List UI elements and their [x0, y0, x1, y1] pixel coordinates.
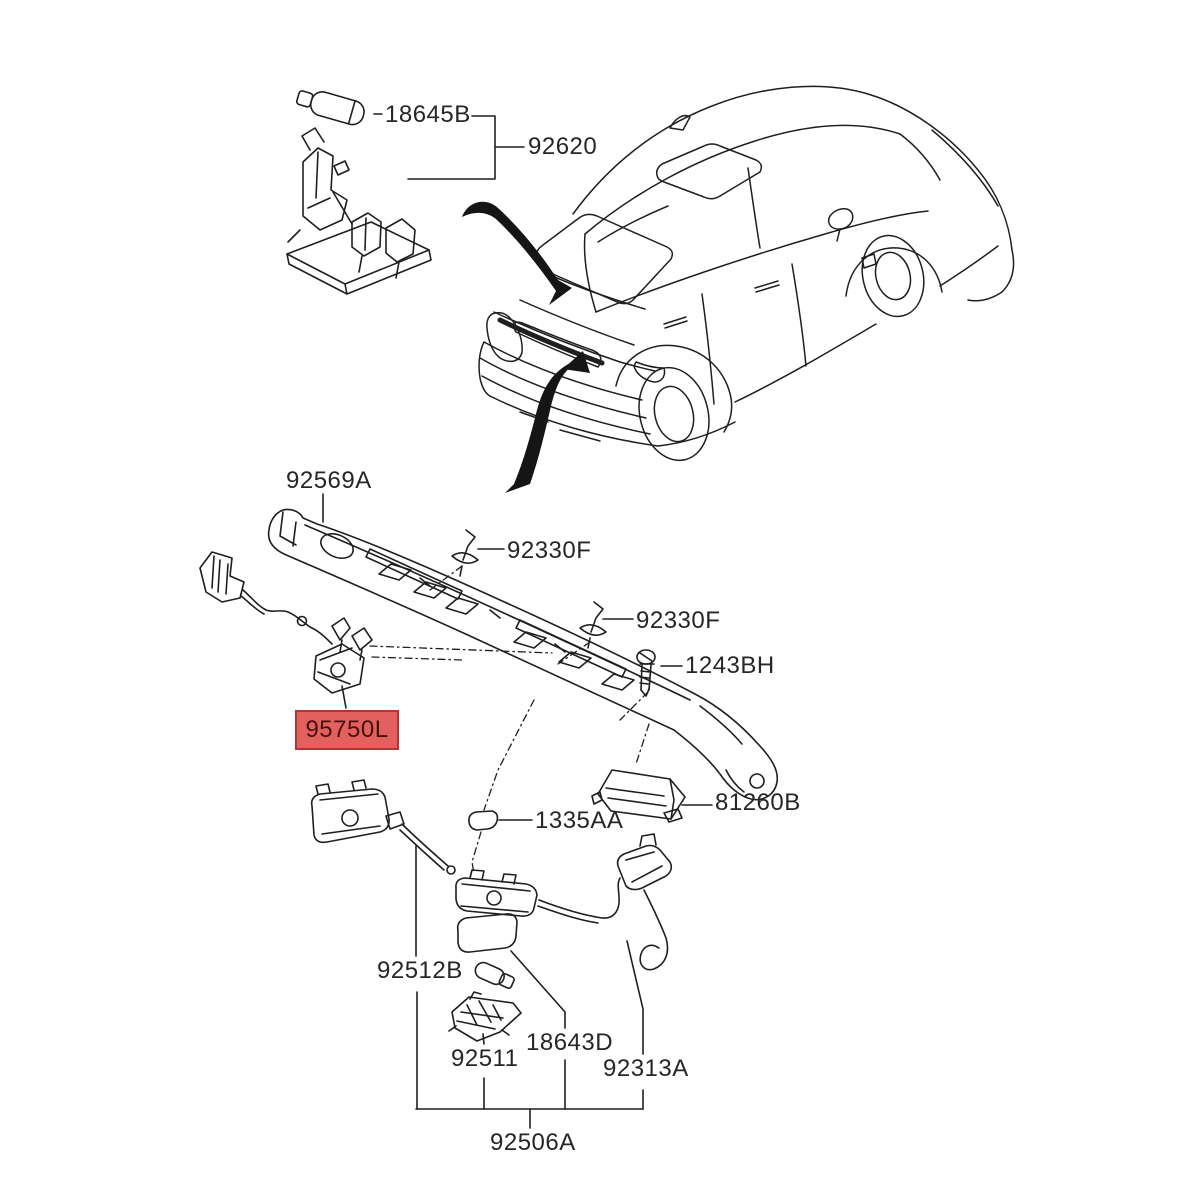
part-label-95750l-highlighted: 95750L	[295, 710, 399, 750]
leader-lines	[322, 113, 713, 1129]
part-label-18643d: 18643D	[526, 1029, 614, 1056]
clip-drawing-lower	[579, 601, 607, 649]
gasket-drawing	[456, 913, 518, 953]
location-arrow-upper	[462, 201, 572, 305]
taillight-left	[486, 311, 523, 363]
handle-drawing	[591, 769, 686, 823]
part-label-92511: 92511	[451, 1045, 519, 1072]
part-label-1335aa: 1335AA	[535, 807, 624, 834]
part-label-92512b: 92512B	[377, 957, 463, 984]
part-label-92330f-lower: 92330F	[636, 607, 721, 634]
part-label-92620: 92620	[528, 133, 598, 160]
clip-drawing-upper	[451, 529, 479, 577]
pad-drawing	[468, 810, 499, 831]
rear-wheel-arch	[615, 344, 732, 399]
part-label-1243bh: 1243BH	[685, 652, 775, 679]
shark-fin-antenna	[669, 114, 691, 131]
sunroof	[655, 143, 763, 200]
part-label-92330f-upper: 92330F	[507, 537, 592, 564]
part-label-92569a: 92569A	[286, 467, 372, 494]
taillight-right	[633, 361, 666, 383]
assembly-dash-lines	[369, 565, 650, 875]
screw-drawing	[636, 649, 656, 697]
part-label-92506a: 92506A	[490, 1129, 576, 1156]
part-label-81260b: 81260B	[715, 789, 801, 816]
side-mirror	[827, 208, 854, 242]
bulb-18645b-drawing	[295, 90, 365, 126]
part-label-18645b: 18645B	[385, 101, 471, 128]
bulb-18643d-drawing	[474, 961, 515, 989]
rear-wheel	[638, 366, 710, 462]
part-label-92313a: 92313A	[603, 1055, 689, 1082]
lens-drawing	[448, 991, 522, 1042]
front-wheel-arch	[845, 247, 943, 297]
harness-drawing	[310, 779, 673, 971]
camera-drawing	[199, 551, 373, 694]
connector-drawing	[616, 833, 673, 891]
front-wheel	[861, 234, 925, 318]
license-lamp-unit-drawing	[286, 90, 432, 295]
location-arrow-lower	[505, 351, 590, 493]
trunk-garnish-drawing	[267, 508, 779, 801]
